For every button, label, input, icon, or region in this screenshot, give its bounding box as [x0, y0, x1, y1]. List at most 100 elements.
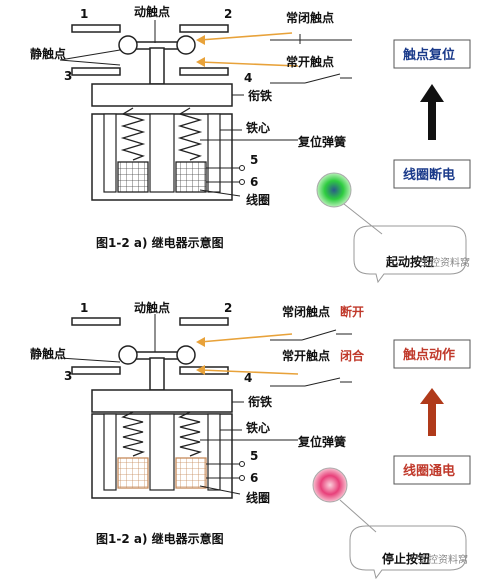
box-contact-reset: [393, 39, 471, 69]
terminal-5: [239, 165, 245, 171]
spring-right: [178, 411, 203, 457]
switch-no-blade: [304, 73, 341, 84]
contact-bar-4: [179, 67, 229, 76]
label-2: 2: [224, 301, 232, 315]
box-coil-on: [393, 455, 471, 485]
label-5: 5: [250, 449, 258, 463]
arrowhead-nc: [196, 35, 205, 45]
stem: [149, 47, 165, 85]
watermark-top: 工控资料窝: [420, 256, 470, 269]
label-3: 3: [64, 69, 72, 83]
label-moving-contact: 动触点: [134, 4, 170, 19]
arrowhead-no: [196, 57, 205, 67]
label-1: 1: [80, 7, 88, 21]
callout-stop: [349, 525, 467, 579]
leader-static: [59, 59, 121, 66]
stem: [149, 357, 165, 391]
leader-static-2: [59, 49, 121, 61]
box-contact-reset-text: 触点复位: [402, 47, 455, 63]
label-6: 6: [250, 175, 258, 189]
core-mid-leg: [149, 113, 175, 193]
label-static-contact: 静触点: [30, 46, 66, 61]
core-right-leg: [207, 413, 221, 491]
arrow-nc: [199, 333, 293, 343]
contact-bar-1: [71, 24, 121, 33]
caption-bottom: 图1-2 a) 继电器示意图: [96, 531, 224, 546]
caption-top: 图1-2 a) 继电器示意图: [96, 235, 224, 250]
spring-left: [121, 411, 146, 457]
label-spring: 复位弹簧: [297, 134, 346, 149]
label-4: 4: [244, 371, 252, 385]
label-armature: 衔铁: [248, 394, 272, 409]
arrow-no: [199, 369, 299, 375]
label-nc-contact: 常闭触点: [282, 304, 330, 319]
contact-bar-3: [71, 366, 121, 375]
callout-start-text: 起动按钮: [385, 254, 434, 269]
box-contact-action: [393, 339, 471, 369]
label-coil: 线圈: [246, 192, 270, 207]
coil-left: [117, 457, 149, 489]
switch-no-blade-closed: [304, 377, 341, 387]
arrow-nc: [199, 32, 293, 41]
label-3: 3: [64, 369, 72, 383]
label-no-contact: 常开触点: [286, 54, 334, 69]
box-contact-action-text: 触点动作: [402, 347, 455, 363]
leader-coil: [199, 189, 241, 197]
stop-button: [312, 467, 348, 503]
coil-left: [117, 161, 149, 193]
terminal-6: [239, 475, 245, 481]
moving-contact-right: [176, 35, 196, 55]
label-spring: 复位弹簧: [297, 434, 346, 449]
coil-right: [175, 161, 207, 193]
label-armature: 衔铁: [248, 88, 272, 103]
armature: [91, 83, 233, 107]
label-static-contact: 静触点: [30, 346, 66, 361]
bottom-panel: 1 2 3 4 5 6 动触点 静触点 常闭触点 断开 常开触点 闭合 衔铁 铁…: [30, 300, 471, 579]
label-nc-contact: 常闭触点: [286, 10, 334, 25]
label-1: 1: [80, 301, 88, 315]
label-moving-contact: 动触点: [134, 300, 170, 315]
arrow-up-head: [420, 388, 444, 404]
box-coil-off: [393, 159, 471, 189]
callout-stop-text: 停止按钮: [382, 551, 430, 566]
label-5: 5: [250, 153, 258, 167]
contact-bar-2: [179, 317, 229, 326]
core-left-leg: [103, 113, 117, 193]
contact-bar-1: [71, 317, 121, 326]
armature: [91, 389, 233, 413]
spring-left: [120, 107, 146, 161]
core-mid-leg: [149, 413, 175, 491]
label-nc-state: 断开: [340, 304, 364, 319]
core-left-leg: [103, 413, 117, 491]
start-button: [316, 172, 352, 208]
contact-bar-3: [71, 67, 121, 76]
callout-start: [353, 225, 467, 284]
label-no-contact: 常开触点: [282, 348, 330, 363]
watermark-bottom: 工控资料窝: [418, 553, 468, 566]
label-core: 铁心: [246, 420, 270, 435]
label-core: 铁心: [246, 120, 270, 135]
top-panel: 1 2 3 4 5 6 动触点 静触点 常闭触点 常开触点 衔铁 铁心 复位弹簧…: [30, 4, 471, 284]
contact-bar-2: [179, 24, 229, 33]
switch-nc-blade-open: [301, 329, 337, 341]
box-coil-on-text: 线圈通电: [403, 463, 455, 479]
arrow-no: [199, 61, 299, 67]
moving-contact-left: [118, 35, 138, 55]
spring-right: [177, 107, 203, 161]
moving-contact-left: [118, 345, 138, 365]
terminal-6: [239, 179, 245, 185]
arrow-up-head: [420, 84, 444, 102]
label-6: 6: [250, 471, 258, 485]
core-right-leg: [207, 113, 221, 193]
label-no-state: 闭合: [340, 348, 365, 363]
terminal-5: [239, 461, 245, 467]
arrow-up-shaft: [428, 100, 436, 140]
moving-contact-right: [176, 345, 196, 365]
label-2: 2: [224, 7, 232, 21]
label-coil: 线圈: [246, 490, 270, 505]
arrow-up-shaft: [428, 402, 436, 436]
box-coil-off-text: 线圈断电: [403, 167, 455, 183]
coil-right: [175, 457, 207, 489]
label-4: 4: [244, 71, 252, 85]
